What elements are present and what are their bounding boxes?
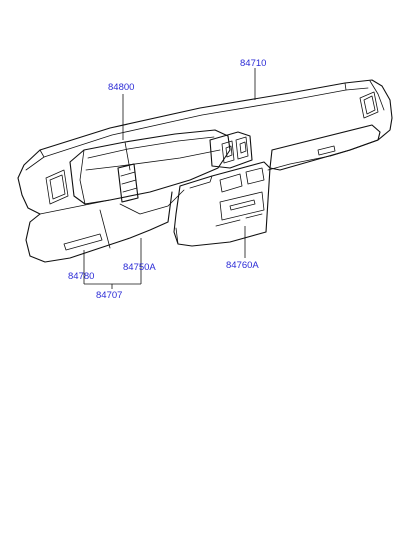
center-vent-detail: [225, 141, 247, 158]
crash-pad-top-rear: [39, 80, 385, 158]
right-vent: [359, 91, 379, 119]
lower-dash-center: [119, 189, 185, 215]
label-84710: 84710: [240, 58, 266, 69]
label-84780: 84780: [68, 271, 94, 282]
label-84800: 84800: [108, 82, 134, 93]
center-stack-outline: [173, 161, 271, 247]
center-stack-upper-slots: [219, 167, 265, 193]
right-end-panel: [329, 117, 393, 157]
label-84750A: 84750A: [123, 262, 156, 273]
center-vent-rings: [221, 136, 249, 164]
right-lower-line: [267, 155, 331, 171]
cluster-hood-inner: [85, 136, 221, 171]
crash-pad-top-inner: [25, 87, 369, 171]
label-84707: 84707: [96, 290, 122, 301]
center-stack-radio-slot: [229, 199, 256, 211]
crash-pad-top-outline: [17, 79, 393, 179]
left-vent: [45, 169, 69, 205]
left-end-face: [17, 177, 41, 215]
glove-box: [269, 124, 381, 171]
center-stack-shelf: [175, 175, 213, 245]
cluster-vent: [117, 163, 139, 203]
part-labels: 84800 84710 84780 84750A 84707 84760A: [68, 58, 266, 301]
cluster-hood-outline: [69, 129, 231, 205]
glove-box-latch: [317, 145, 336, 156]
left-lower-panel-detail: [63, 233, 103, 251]
leader-lines: [83, 68, 256, 289]
center-stack-lower: [215, 213, 263, 227]
lower-dash-left: [25, 191, 173, 263]
label-84760A: 84760A: [226, 260, 259, 271]
dashboard-illustration: [17, 79, 393, 263]
cluster-hood-front: [79, 141, 131, 205]
center-vent-block: [209, 131, 253, 169]
cluster-vent-slats: [120, 171, 138, 193]
left-vent-inner: [49, 174, 66, 200]
lower-dash-left-edge: [39, 199, 111, 249]
right-vent-inner: [363, 95, 376, 115]
center-stack-radio: [219, 191, 265, 221]
